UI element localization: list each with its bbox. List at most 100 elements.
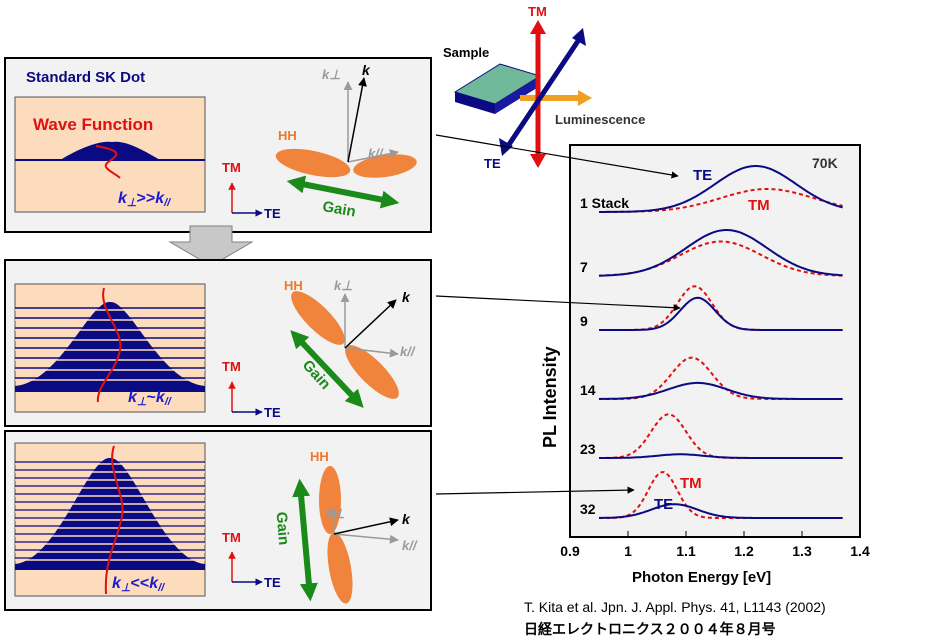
k-label: k [362,62,371,78]
sample-front-face [455,92,495,114]
relation-operator: ~ [147,389,156,406]
x-tick-label: 1.2 [734,543,754,559]
citation-line-2: 日経エレクトロニクス２００４年８月号 [524,621,776,637]
x-tick-label: 1 [624,543,632,559]
gain-arrow [290,330,364,408]
perp-sub: ⊥ [127,197,137,209]
stack-label: 1 Stack [580,195,629,211]
stack-label: 23 [580,441,596,457]
relation-label: k⊥<<k// [112,575,166,594]
stack-label: 9 [580,313,588,329]
tm-label: TM [222,160,241,175]
hh-lobe-upper [319,466,341,534]
par-sub: // [157,582,166,594]
connector-arrows [435,134,681,495]
stacking-arrow [168,225,254,267]
te-label: TE [264,206,281,221]
gain-label: Gain [321,198,357,221]
te-spectrum-5 [599,503,843,519]
tm-label: TM [222,530,241,545]
te-polarization-arrow [505,36,583,148]
tm-spectrum-0 [599,188,843,213]
stack-label: 14 [580,382,596,398]
te-label: TE [264,405,281,420]
tm-series-label-top: TM [748,197,770,214]
relation-operator: << [131,575,150,592]
panel-7-stack: k⊥~k// TM TE HH k k⊥ k// Gain [4,259,432,427]
te-spectrum-3 [598,381,843,400]
spectra-group: 1 Stack 7 9 14 23 32 TE TM TM TE [580,165,843,519]
gain-label: Gain [272,511,292,546]
hh-lobe-right [353,154,417,178]
wetting-layers [15,461,205,559]
panel-standard-sk-dot: Standard SK Dot Wave Function k⊥>>k// TM… [4,57,432,233]
kperp-label: k⊥ [322,67,341,82]
kperp-label: k⊥ [326,506,345,521]
setup-te-label: TE [484,156,501,171]
hh-label: HH [284,278,303,293]
tm-label: TM [222,359,241,374]
kperp-symbol: k [128,389,138,406]
quantum-dot [60,141,160,160]
perp-sub: ⊥ [121,582,131,594]
temperature-label: 70K [812,155,838,171]
kpar-axis [333,533,399,544]
kpar-symbol: k [149,575,159,592]
te-spectrum-4 [599,453,843,459]
stack-separators [15,309,205,381]
y-axis-label: PL Intensity [540,346,560,448]
tm-arrowhead-top [530,20,546,34]
x-tick-label: 1.3 [792,543,812,559]
setup-diagram: Sample Luminescence TM TE [443,4,645,171]
sample-side-face [495,76,540,114]
kpar-label: k// [368,146,384,161]
hh-lobe-lower [327,532,353,604]
hh-label: HH [310,449,329,464]
x-tick-label: 1.1 [676,543,696,559]
connector-arrow-9 [435,295,681,312]
tm-arrowhead-bottom [530,154,546,168]
connector-arrow-32 [435,486,635,495]
x-tick-label: 1.4 [850,543,870,559]
citation-line-1: T. Kita et al. Jpn. J. Appl. Phys. 41, L… [524,599,826,615]
hh-lobe-left [275,148,351,178]
stack-label: 7 [580,259,588,275]
wave-function-curve [104,445,124,595]
te-series-label-bottom: TE [654,496,673,513]
wave-function-label: Wave Function [33,115,153,134]
sample-label: Sample [443,45,489,60]
wetting-layers [15,307,205,379]
wave-function-curve [95,145,121,179]
par-sub: // [164,396,173,408]
te-series-label-top: TE [693,167,712,184]
stack-label: 32 [580,501,596,517]
connector-arrow-1 [435,134,679,179]
kpar-symbol: k [156,389,166,406]
luminescence-arrowhead [578,90,592,106]
kperp-label: k⊥ [334,278,353,293]
panel-32-stack: k⊥<<k// TM TE HH k k⊥ k// Gain [4,430,432,611]
kperp-symbol: k [118,190,128,207]
relation-label: k⊥~k// [128,389,173,408]
k-label: k [402,511,411,527]
te-spectrum-1 [598,229,843,277]
te-label: TE [264,575,281,590]
wave-function-curve [96,287,122,403]
kpar-label: k// [400,344,416,359]
x-axis-label: Photon Energy [eV] [632,569,771,586]
kpar-symbol: k [155,190,165,207]
hh-label: HH [278,128,297,143]
chart-frame [569,144,861,538]
perp-sub: ⊥ [137,396,147,408]
kpar-label: k// [402,538,418,553]
gain-arrow [286,175,400,209]
tm-spectrum-1 [599,240,843,277]
tm-series-label-bottom: TM [680,475,702,492]
kperp-symbol: k [112,575,122,592]
setup-tm-label: TM [528,4,547,19]
k-vector [347,77,367,163]
par-sub: // [163,197,172,209]
k-label: k [402,289,411,305]
relation-label: k⊥>>k// [118,190,172,209]
